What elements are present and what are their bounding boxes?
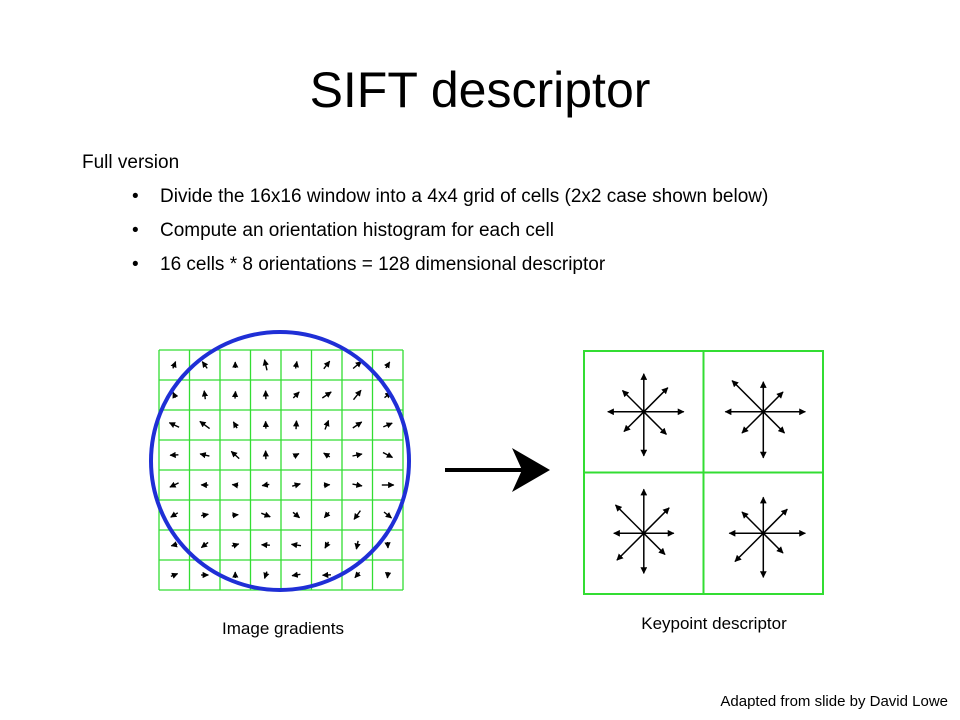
gradient-arrow — [352, 421, 363, 429]
gradient-arrow — [262, 359, 269, 371]
gradient-arrow — [352, 481, 363, 488]
gradient-arrow — [172, 391, 179, 399]
gradient-arrow — [168, 422, 180, 428]
gradient-arrow — [292, 391, 300, 399]
histogram-arrow — [643, 387, 669, 413]
gradient-arrow — [170, 572, 179, 579]
gradient-arrow — [170, 541, 178, 548]
gradient-arrow — [324, 541, 331, 549]
gradient-arrow — [199, 420, 211, 430]
gaussian-window-circle — [149, 330, 411, 592]
gradient-arrow — [200, 541, 209, 549]
histogram-arrow — [643, 532, 666, 556]
image-gradient-grid — [158, 349, 404, 591]
bullet-item-dimension-count: 16 cells * 8 orientations = 128 dimensio… — [132, 252, 768, 278]
gradient-arrow — [354, 540, 361, 550]
gradient-arrow — [352, 389, 362, 401]
gradient-arrow — [292, 511, 300, 519]
gradient-arrow — [383, 422, 393, 429]
gradient-arrow — [232, 421, 240, 429]
orientation-histograms — [607, 373, 806, 578]
histogram-arrow — [741, 411, 764, 434]
histogram-arrow — [762, 411, 786, 434]
histogram-arrow — [616, 532, 645, 561]
bullet-list: Divide the 16x16 window into a 4x4 grid … — [132, 184, 768, 286]
gradient-arrow — [293, 420, 300, 430]
gradient-arrow — [323, 511, 331, 519]
gradient-arrow — [290, 542, 302, 549]
full-version-label: Full version — [82, 152, 180, 173]
gradient-arrow — [231, 542, 240, 549]
gradient-arrow — [383, 511, 392, 519]
slide-title: SIFT descriptor — [309, 62, 651, 118]
gradient-arrow — [232, 512, 239, 519]
gradient-arrow — [321, 391, 332, 399]
gradient-arrow — [353, 510, 361, 520]
transform-arrow — [445, 448, 550, 492]
gradient-arrow — [231, 482, 239, 489]
gradient-arrow — [384, 571, 392, 579]
histogram-arrow — [643, 507, 670, 534]
gradient-arrow — [170, 511, 179, 518]
gradient-arrow — [292, 482, 301, 489]
histogram-arrow — [762, 391, 784, 413]
histogram-arrow — [734, 532, 764, 563]
gradient-arrow — [261, 481, 270, 488]
gradient-arrow — [292, 360, 299, 369]
keypoint-descriptor-grid — [583, 350, 824, 595]
gradient-arrow — [383, 361, 391, 369]
histogram-arrow — [762, 532, 784, 554]
histogram-arrow — [621, 389, 645, 413]
bullet-item-orientation-histogram: Compute an orientation histogram for eac… — [132, 218, 768, 244]
bullet-item-divide-window: Divide the 16x16 window into a 4x4 grid … — [132, 184, 768, 210]
gradient-arrow — [384, 541, 391, 549]
gradient-arrow — [199, 452, 210, 459]
gradient-arrow — [201, 390, 209, 400]
gradient-arrows — [168, 359, 395, 579]
gradient-arrow — [323, 360, 331, 370]
gradient-arrow — [354, 571, 361, 579]
gradient-arrow — [170, 361, 177, 369]
gradient-arrow — [323, 419, 330, 430]
gradient-arrow — [323, 482, 331, 489]
gradient-arrow — [230, 450, 240, 460]
gradient-arrow — [382, 451, 394, 459]
gradient-arrow — [261, 511, 271, 518]
histogram-arrow — [623, 411, 645, 433]
image-gradients-caption: Image gradients — [222, 619, 344, 638]
histogram-arrow — [643, 411, 667, 435]
gradient-arrow — [263, 571, 270, 579]
histogram-arrow — [762, 508, 788, 534]
gradient-arrow — [169, 481, 179, 488]
gradient-arrow — [201, 512, 209, 519]
keypoint-descriptor-caption: Keypoint descriptor — [641, 614, 787, 633]
credit-text: Adapted from slide by David Lowe — [720, 693, 948, 710]
gradient-arrow — [292, 452, 300, 460]
histogram-arrow — [731, 380, 764, 413]
gradient-arrow — [352, 452, 363, 459]
histogram-arrow — [741, 511, 764, 534]
sift-figure: Image gradients Keypoint descriptor — [149, 330, 824, 638]
gradient-arrow — [323, 452, 331, 459]
gradient-arrow — [231, 390, 239, 399]
gradient-arrow — [201, 361, 209, 369]
gradient-arrow — [352, 360, 362, 370]
histogram-arrow — [614, 504, 645, 534]
gradient-arrow — [291, 571, 301, 578]
